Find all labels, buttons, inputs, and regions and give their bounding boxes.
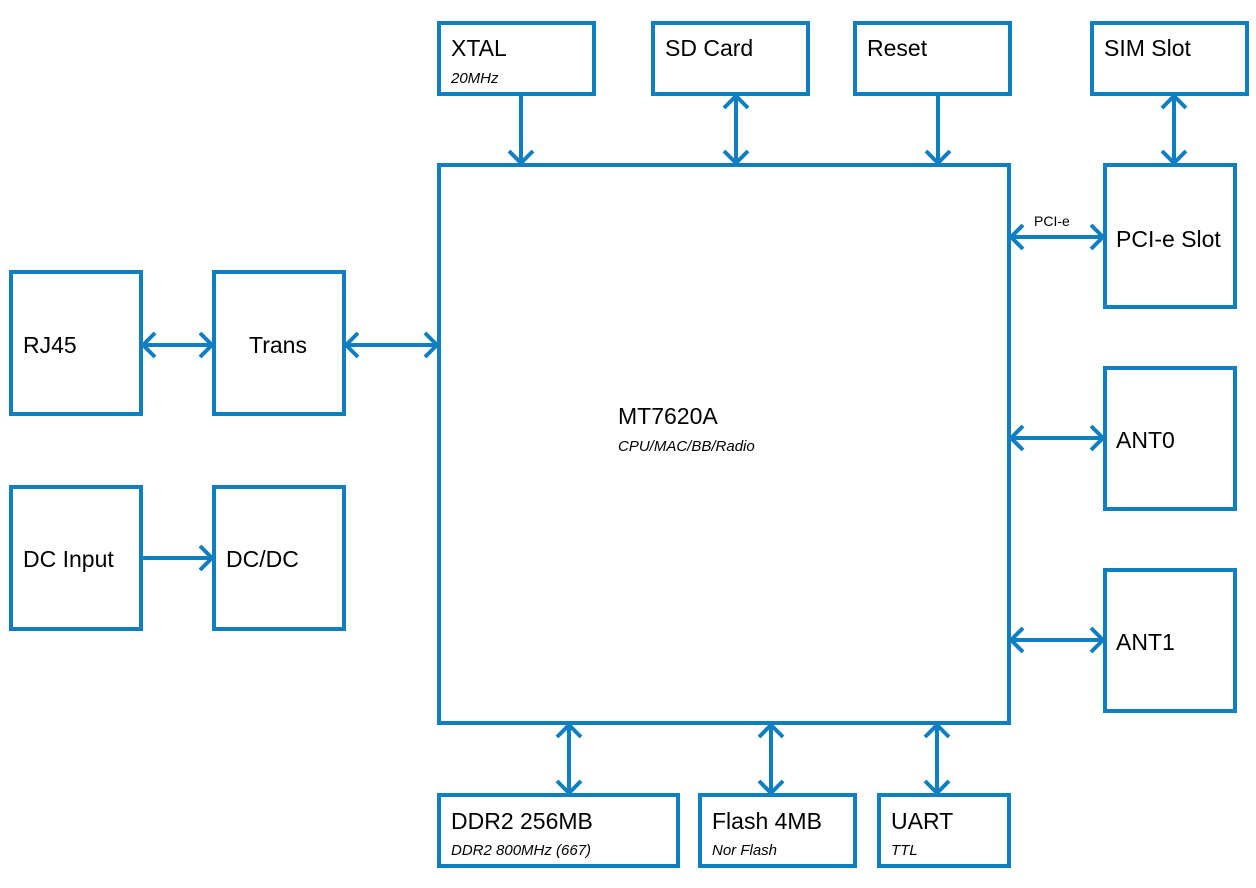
cpu-ddr2-bidirectional-arrow	[555, 722, 583, 796]
rj45-block	[9, 270, 143, 416]
pcie-slot-title: PCI-e Slot	[1116, 226, 1221, 252]
flash-block	[698, 793, 857, 868]
xtal-to-cpu-arrow	[507, 96, 535, 166]
cpu-title: MT7620A	[618, 403, 718, 429]
ant1-title: ANT1	[1116, 629, 1175, 655]
sdcard-title: SD Card	[665, 35, 754, 61]
flash-subtitle: Nor Flash	[712, 842, 778, 859]
cpu-flash-bidirectional-arrow	[757, 722, 785, 796]
sim-slot-title: SIM Slot	[1104, 35, 1191, 61]
sdcard-block	[651, 21, 810, 96]
uart-subtitle: TTL	[891, 842, 918, 859]
ddr2-title: DDR2 256MB	[451, 808, 593, 834]
reset-to-cpu-arrow	[924, 96, 952, 166]
flash-title: Flash 4MB	[712, 808, 822, 834]
trans-cpu-bidirectional-arrow	[343, 331, 440, 359]
cpu-uart-bidirectional-arrow	[923, 722, 951, 796]
rj45-trans-bidirectional-arrow	[140, 331, 215, 359]
reset-block	[853, 21, 1012, 96]
cpu-ant1-bidirectional-arrow	[1008, 626, 1106, 654]
dc-input-title: DC Input	[23, 546, 114, 572]
cpu-block	[437, 163, 1011, 725]
ddr2-subtitle: DDR2 800MHz (667)	[451, 842, 592, 859]
sim-pcie-bidirectional-arrow	[1160, 93, 1188, 166]
sdcard-cpu-bidirectional-arrow	[722, 93, 750, 166]
dcinput-to-dcdc-arrow	[143, 544, 215, 572]
xtal-block	[437, 21, 596, 96]
pcie-link-label: PCI-e	[1034, 213, 1070, 229]
uart-block	[877, 793, 1011, 868]
ddr2-block	[437, 793, 680, 868]
reset-title: Reset	[867, 35, 928, 61]
rj45-title: RJ45	[23, 332, 77, 358]
dcdc-block	[212, 485, 346, 631]
uart-title: UART	[891, 808, 954, 834]
xtal-title: XTAL	[451, 35, 507, 61]
ant0-block	[1103, 366, 1237, 511]
dcdc-title: DC/DC	[226, 546, 299, 572]
sim-slot-block	[1090, 21, 1249, 96]
trans-title: Trans	[249, 332, 307, 358]
ant1-block	[1103, 568, 1237, 713]
ant0-title: ANT0	[1116, 427, 1175, 453]
cpu-ant0-bidirectional-arrow	[1008, 424, 1106, 452]
cpu-subtitle: CPU/MAC/BB/Radio	[618, 438, 755, 455]
xtal-subtitle: 20MHz	[451, 70, 499, 87]
pcie-slot-block	[1103, 163, 1237, 309]
trans-block	[212, 270, 346, 416]
dc-input-block	[9, 485, 143, 631]
